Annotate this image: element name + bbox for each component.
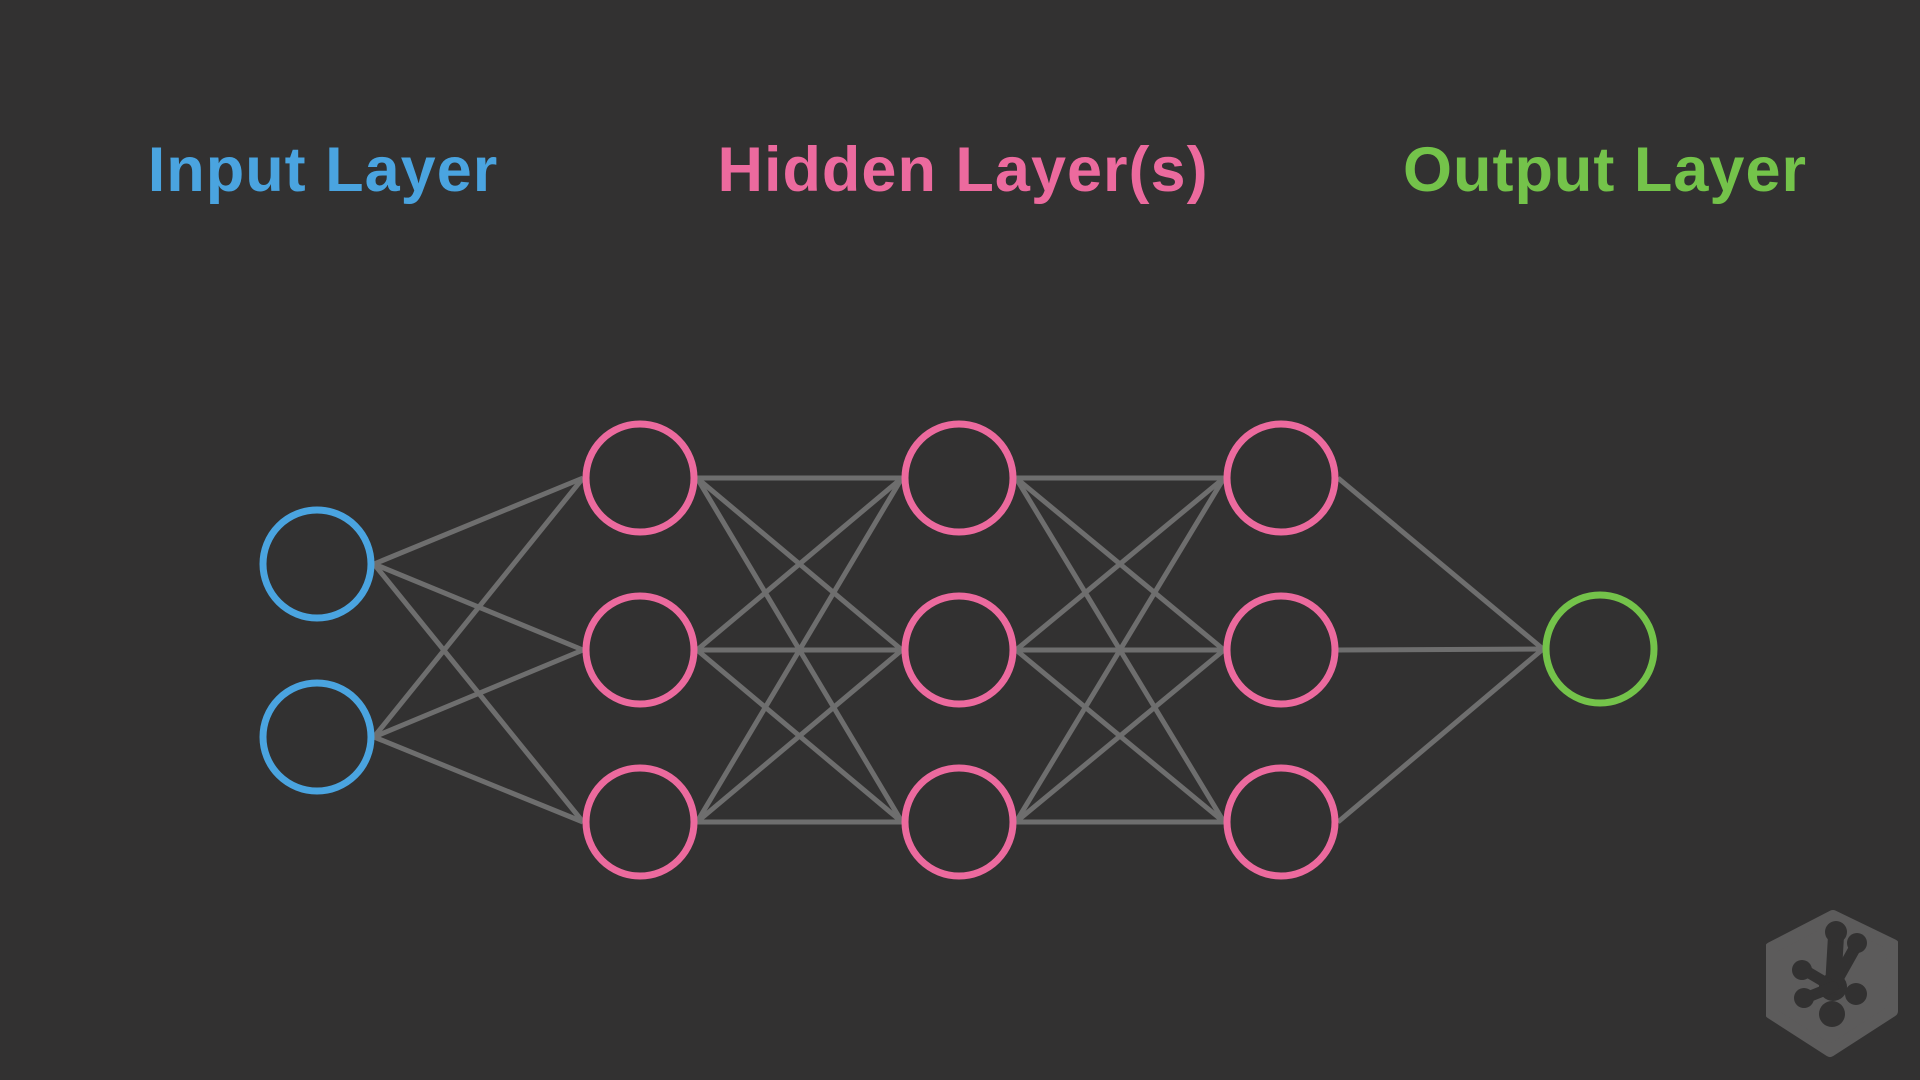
hidden-3-node bbox=[1223, 764, 1339, 880]
connection-line bbox=[1337, 646, 1544, 653]
hidden-2-node bbox=[901, 420, 1017, 536]
connection-line bbox=[373, 734, 584, 825]
connection-line bbox=[1014, 648, 1226, 824]
connection-line bbox=[694, 476, 905, 824]
connection-line bbox=[695, 648, 904, 824]
hidden-3-node bbox=[1223, 420, 1339, 536]
hidden-1-node bbox=[582, 764, 698, 880]
connection-line bbox=[373, 647, 584, 740]
hidden-2-node bbox=[901, 592, 1017, 708]
connection-line bbox=[372, 476, 585, 739]
hidden-1-node bbox=[582, 592, 698, 708]
hidden-3-node bbox=[1223, 592, 1339, 708]
hexagon-frog-badge-icon bbox=[1766, 910, 1898, 1057]
connection-line bbox=[1014, 476, 1226, 652]
input-node bbox=[259, 679, 375, 795]
connection-line bbox=[373, 475, 584, 567]
input-node bbox=[259, 506, 375, 622]
input-layer-label: Input Layer bbox=[147, 135, 499, 205]
frog-footprint-cutout bbox=[1792, 921, 1867, 1027]
connection-line bbox=[1013, 476, 1227, 824]
connection-line bbox=[1336, 647, 1545, 824]
hidden-layer-label: Hidden Layer(s) bbox=[717, 135, 1209, 205]
connection-line bbox=[1336, 476, 1545, 651]
hidden-1-node bbox=[582, 420, 698, 536]
output-node bbox=[1542, 591, 1658, 707]
output-layer-label: Output Layer bbox=[1402, 135, 1808, 205]
connection-line bbox=[695, 476, 904, 652]
hidden-2-node bbox=[901, 764, 1017, 880]
